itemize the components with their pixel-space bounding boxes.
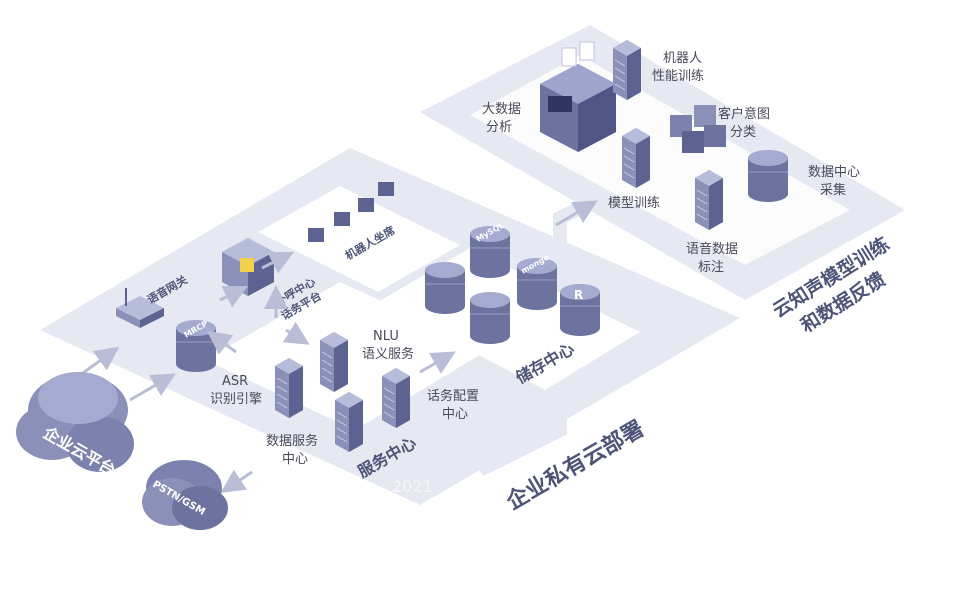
big-data-analysis-device (540, 41, 616, 152)
nlu-server (319, 331, 349, 393)
voice-label-server (694, 169, 724, 231)
label-dc-collect-1: 数据中心 (808, 165, 860, 180)
label-nlu-2: 语义服务 (362, 346, 414, 362)
label-db-redis: R (574, 288, 583, 302)
watermark: 2021 (392, 477, 433, 496)
storage-db-3 (469, 291, 511, 345)
label-dialog-cfg-1: 话务配置 (427, 388, 479, 404)
label-data-svc-2: 中心 (282, 452, 308, 467)
label-model-train: 模型训练 (608, 196, 660, 211)
asr-server (274, 357, 304, 419)
label-intent-1: 客户意图 (718, 106, 770, 122)
label-dialog-cfg-2: 中心 (442, 407, 468, 422)
label-robot-perf-1: 机器人 (663, 51, 702, 66)
label-nlu-1: NLU (373, 329, 399, 344)
robot-seat-terminals (308, 182, 394, 242)
enterprise-cloud (16, 372, 134, 472)
label-data-svc-1: 数据服务 (266, 433, 318, 449)
storage-db-1 (424, 261, 466, 315)
label-robot-perf-2: 性能训练 (652, 69, 704, 84)
robot-performance-server (612, 39, 642, 101)
label-voice-label-2: 标注 (698, 260, 724, 275)
data-service-server (334, 391, 364, 453)
label-voice-label-1: 语音数据 (686, 241, 738, 257)
dialog-config-server (381, 367, 411, 429)
pstn-cloud (142, 460, 228, 530)
label-analysis: 分析 (486, 120, 512, 135)
outbound-center-cube (222, 238, 274, 296)
label-asr-1: ASR (222, 374, 248, 389)
label-intent-2: 分类 (730, 125, 756, 140)
voice-gateway-router (116, 288, 164, 328)
label-dc-collect-2: 采集 (820, 182, 846, 198)
robot-seats-panel (258, 186, 460, 292)
data-center-collect-db (747, 149, 789, 203)
label-big-data: 大数据 (482, 102, 521, 117)
label-asr-2: 识别引擎 (210, 392, 262, 407)
intent-classification-cubes (670, 105, 726, 153)
model-training-server (621, 127, 651, 189)
flow-arrows (75, 251, 456, 493)
